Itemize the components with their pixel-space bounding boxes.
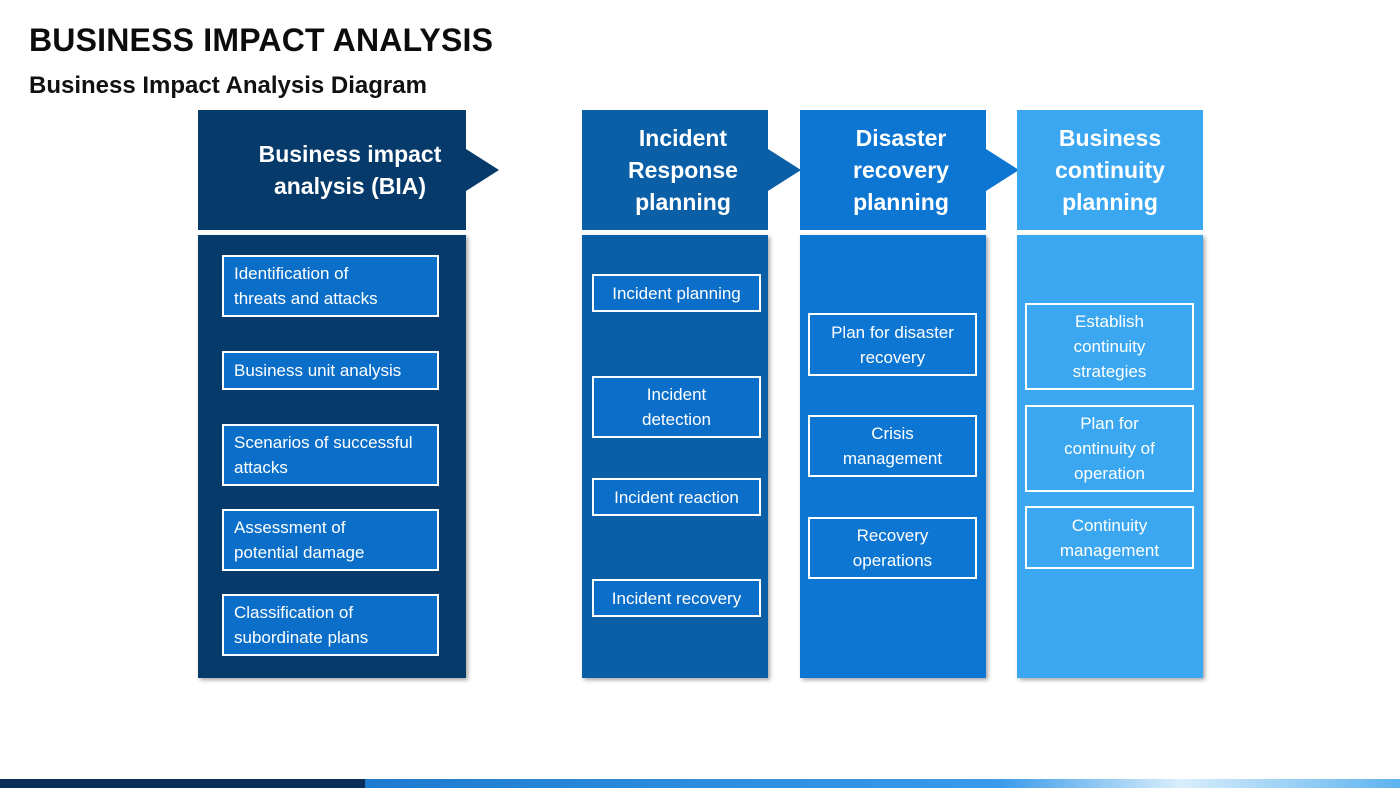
step-box-line: subordinate plans (234, 628, 369, 647)
step-box-text: Business unit analysis (234, 358, 401, 383)
column-header-text: Disaster recovery planning (853, 122, 949, 218)
step-box-text: Scenarios of successful attacks (234, 430, 413, 480)
step-box-line: Incident reaction (614, 487, 739, 507)
step-box-business-continuity: Plan for continuity of operation (1025, 405, 1194, 492)
column-header-line: recovery (853, 157, 949, 183)
column-header-line: Incident (638, 125, 728, 151)
step-box-line: Establish (1075, 312, 1144, 331)
step-box-bia: Classification of subordinate plans (222, 594, 439, 656)
step-box-text: Assessment of potential damage (234, 515, 364, 565)
step-box-bia: Scenarios of successful attacks (222, 424, 439, 486)
footer-accent-bar (0, 779, 1400, 788)
step-box-text: Incident planning (612, 281, 741, 306)
column-header-line: Business (1058, 125, 1162, 151)
step-box-disaster-recovery: Crisis management (808, 415, 977, 477)
column-header-line: planning (853, 189, 949, 215)
column-header-bia: Business impact analysis (BIA) (198, 110, 499, 230)
step-box-line: Crisis (871, 424, 914, 443)
step-box-line: strategies (1072, 362, 1147, 381)
step-box-line: Incident (646, 385, 707, 404)
step-box-line: operations (852, 551, 933, 570)
step-box-line: Assessment of (234, 518, 346, 537)
step-box-text: Incident reaction (614, 485, 739, 510)
step-box-incident-response: Incident reaction (592, 478, 761, 516)
flow-arrow-icon (986, 149, 1019, 191)
column-header-line: Response (628, 157, 738, 183)
page-subtitle: Business Impact Analysis Diagram (29, 72, 427, 99)
step-box-incident-response: Incident planning (592, 274, 761, 312)
step-box-line: recovery (859, 347, 926, 367)
step-box-line: potential damage (234, 543, 365, 562)
step-box-disaster-recovery: Recovery operations (808, 517, 977, 579)
column-header-line: Business impact (258, 141, 442, 167)
step-box-bia: Assessment of potential damage (222, 509, 439, 571)
step-box-incident-response: Incident recovery (592, 579, 761, 617)
step-box-line: Identification of (234, 264, 349, 283)
step-box-text: Plan for disaster recovery (831, 320, 954, 370)
step-box-line: detection (642, 410, 711, 429)
step-box-text: Incident detection (642, 382, 711, 432)
step-box-incident-response: Incident detection (592, 376, 761, 438)
step-box-text: Plan for continuity of operation (1064, 411, 1155, 486)
column-header-line: planning (635, 189, 731, 215)
step-box-text: Recovery operations (853, 523, 932, 573)
flow-arrow-icon (466, 149, 499, 191)
step-box-text: Classification of subordinate plans (234, 600, 368, 650)
step-box-business-continuity: Establish continuity strategies (1025, 303, 1194, 390)
step-box-text: Identification of threats and attacks (234, 261, 378, 311)
step-box-line: attacks (234, 458, 288, 477)
step-box-line: Recovery (856, 526, 929, 545)
step-box-line: Plan for disaster (831, 322, 954, 342)
step-box-line: continuity of (1064, 439, 1155, 458)
column-header-text: Business continuity planning (1055, 122, 1165, 218)
column-header-line: continuity (1055, 157, 1165, 183)
flow-arrow-icon (768, 149, 801, 191)
step-box-line: operation (1074, 464, 1145, 483)
page-title: BUSINESS IMPACT ANALYSIS (29, 22, 494, 58)
step-box-text: Crisis management (843, 421, 942, 471)
step-box-line: Incident recovery (611, 588, 742, 608)
step-box-text: Establish continuity strategies (1073, 309, 1147, 384)
step-box-text: Continuity management (1060, 513, 1159, 563)
step-box-line: threats and attacks (234, 289, 378, 308)
step-box-line: Continuity (1071, 515, 1148, 535)
step-box-business-continuity: Continuity management (1025, 506, 1194, 569)
column-header-line: planning (1062, 189, 1158, 215)
column-header-text: Business impact analysis (BIA) (259, 138, 442, 202)
step-box-line: Classification of (234, 603, 354, 622)
step-box-text: Incident recovery (612, 586, 741, 611)
column-header-disaster-recovery: Disaster recovery planning (800, 110, 1019, 230)
step-box-line: Plan for (1080, 414, 1139, 433)
step-box-disaster-recovery: Plan for disaster recovery (808, 313, 977, 376)
step-box-line: management (842, 449, 943, 468)
step-box-line: Business unit analysis (234, 361, 402, 380)
column-header-business-continuity: Business continuity planning (1017, 110, 1203, 230)
column-header-line: Disaster (855, 125, 947, 151)
column-header-line: analysis (BIA) (273, 173, 427, 199)
step-box-bia: Identification of threats and attacks (222, 255, 439, 317)
step-box-line: Scenarios of successful (234, 433, 413, 452)
step-box-bia: Business unit analysis (222, 351, 439, 390)
step-box-line: management (1059, 540, 1160, 560)
step-box-line: continuity (1073, 337, 1146, 356)
step-box-line: Incident planning (612, 283, 741, 303)
